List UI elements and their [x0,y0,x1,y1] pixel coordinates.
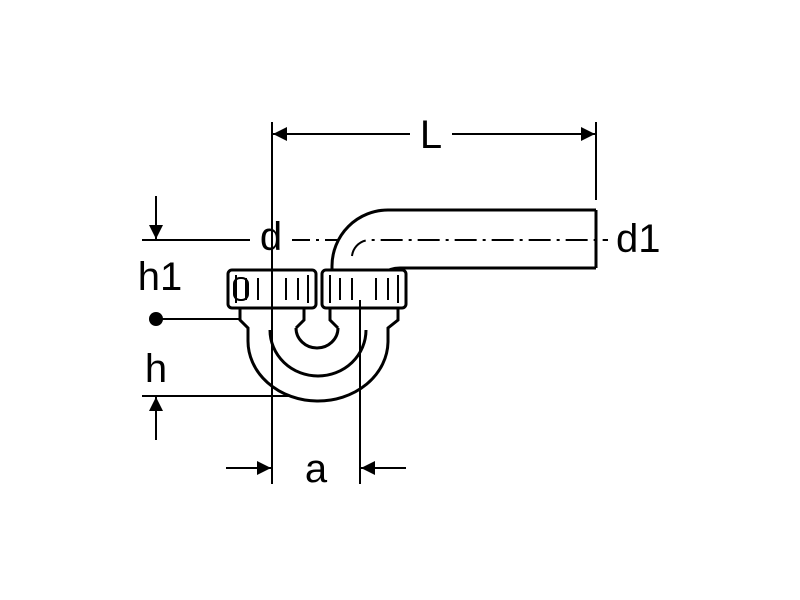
dimension-a [226,300,406,484]
reference-point [149,312,240,326]
reference-dot [149,312,163,326]
label-h: h [145,347,167,391]
label-l: L [420,113,442,157]
label-d: d [260,215,282,259]
trap-body [238,308,400,403]
label-h1: h1 [138,255,183,299]
union-nut-right [320,268,408,310]
centerline-pipe [351,238,608,257]
label-d1: d1 [616,217,661,261]
centerline [142,238,608,257]
label-a: a [305,447,328,491]
dimension-h [142,395,290,440]
dimension-l [271,122,597,210]
